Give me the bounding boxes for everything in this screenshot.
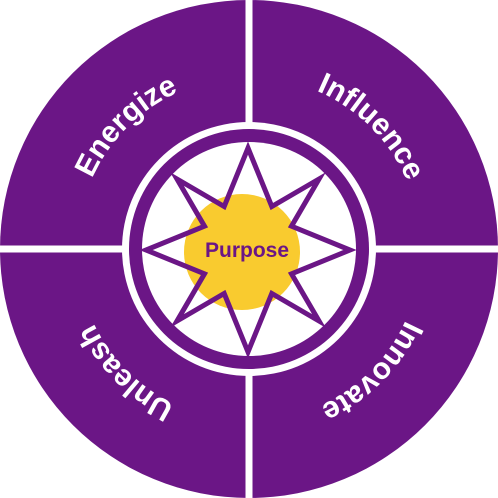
compass-star-icon (139, 141, 357, 359)
sun-circle (184, 194, 300, 310)
center-label: Purpose (205, 239, 289, 262)
